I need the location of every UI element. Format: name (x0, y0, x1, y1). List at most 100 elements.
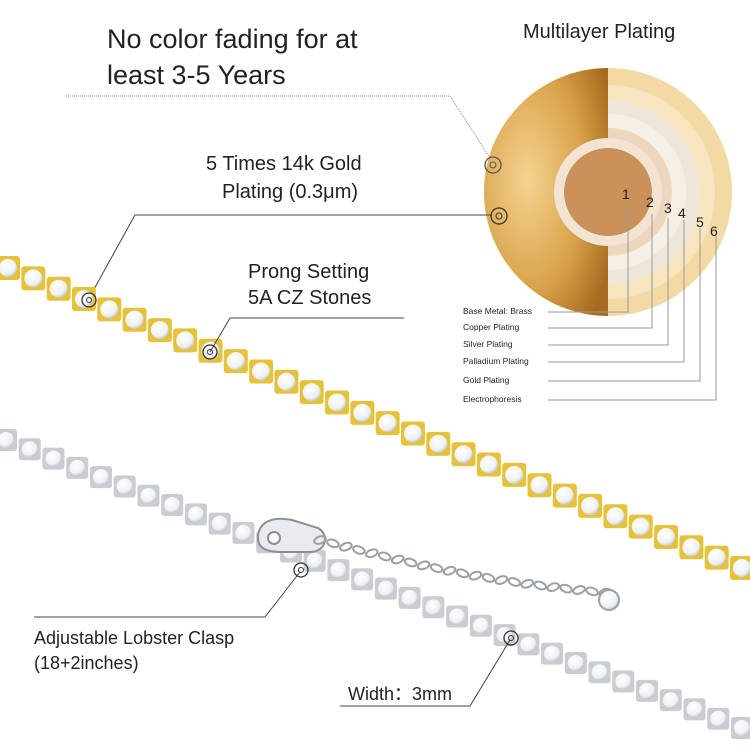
layer-1-brass-core (564, 148, 652, 236)
cz-stone (403, 424, 422, 443)
extender-link (339, 541, 353, 552)
cz-stone (24, 269, 43, 288)
cz-stone (226, 352, 245, 371)
cz-stone (328, 393, 347, 412)
extender-link (494, 575, 509, 585)
cz-stone (187, 506, 204, 523)
extender-link (378, 551, 392, 562)
gold-tennis-chain (0, 256, 750, 580)
cz-stone (0, 259, 17, 277)
lobster-clasp-assembly (256, 517, 620, 611)
cz-stone (277, 372, 296, 391)
layer-number-6: 6 (710, 223, 718, 239)
plating-sphere (484, 68, 732, 316)
cz-stone (505, 465, 524, 484)
fading-line-1: No color fading for at (107, 24, 358, 54)
cz-stone (353, 403, 372, 422)
cz-stone (710, 710, 727, 727)
layer-number-3: 3 (664, 200, 672, 216)
extender-link (559, 583, 573, 594)
cz-stone (176, 331, 195, 350)
cz-stone (401, 589, 418, 606)
extender-link (468, 570, 483, 581)
extender-link (352, 545, 366, 555)
callout-markers (81, 292, 519, 646)
layer-number-1: 1 (622, 186, 630, 202)
layer-name-2: Copper Plating (463, 322, 520, 332)
sphere-marker-1 (484, 156, 502, 174)
cz-stone (472, 617, 489, 634)
clasp-line-2: (18+2inches) (34, 653, 139, 673)
cz-stone (330, 562, 347, 579)
cz-stone (235, 524, 252, 541)
cz-stone (377, 580, 394, 597)
extender-link (313, 535, 327, 545)
cz-stone (606, 507, 625, 526)
width-label: Width：3mm (348, 684, 453, 704)
cz-stone (567, 654, 584, 671)
extender-link (429, 563, 444, 574)
cz-stone (45, 450, 62, 467)
cz-stone (125, 310, 144, 329)
layer-name-5: Gold Plating (463, 375, 510, 385)
cz-stone (581, 496, 600, 515)
cz-stone (354, 571, 371, 588)
clasp-ring (267, 531, 281, 545)
cz-stone (252, 362, 271, 381)
cz-stone (662, 692, 679, 709)
layer-number-2: 2 (646, 194, 654, 210)
layer-name-4: Palladium Plating (463, 356, 529, 366)
extender-link (507, 577, 522, 587)
cz-stone (639, 682, 656, 699)
sphere-marker-1-inner (489, 161, 497, 169)
cz-stone (520, 636, 537, 653)
cz-stone (378, 414, 397, 433)
layer-name-3: Silver Plating (463, 339, 513, 349)
gold-plating-line-1: 5 Times 14k Gold (206, 153, 362, 175)
extender-link (326, 538, 340, 549)
extender-link (572, 585, 586, 595)
cz-stone (479, 455, 498, 474)
cz-stone (544, 645, 561, 662)
sphere-leaders (66, 95, 492, 301)
cz-stone (92, 469, 109, 486)
cz-stone (164, 497, 181, 514)
cz-stone (140, 487, 157, 504)
cz-stone (425, 599, 442, 616)
extender-link (442, 565, 457, 576)
sphere-marker-2 (490, 207, 508, 225)
extender-link (455, 568, 470, 579)
cz-stone (591, 664, 608, 681)
layer-name-6: Electrophoresis (463, 394, 522, 404)
layer-leaders (548, 206, 717, 401)
cz-stone (429, 434, 448, 453)
extender-chain (313, 535, 612, 598)
cz-stone (530, 476, 549, 495)
layer-number-5: 5 (696, 214, 704, 230)
cz-stone (686, 701, 703, 718)
cz-stone (733, 559, 750, 577)
cz-stone (0, 432, 14, 448)
clasp-line-1: Adjustable Lobster Clasp (34, 628, 235, 648)
extender-link (585, 586, 599, 597)
cz-stone (631, 517, 650, 536)
cz-stone (21, 441, 38, 458)
gold-plating-line-2: Plating (0.3μm) (222, 181, 359, 203)
fading-line-2: least 3-5 Years (107, 60, 286, 90)
extender-link (403, 557, 418, 568)
prong-setting-line-1: Prong Setting (248, 261, 370, 283)
cz-stone (100, 300, 119, 319)
cz-stone (74, 290, 93, 309)
cz-stone (302, 383, 321, 402)
extender-link (390, 554, 405, 565)
sphere-marker-2-inner (495, 212, 503, 220)
cz-stone (69, 459, 86, 476)
extender-charm (598, 589, 620, 611)
layer-number-4: 4 (678, 205, 686, 221)
cz-stone (150, 321, 169, 340)
cz-stone (211, 515, 228, 532)
silver-tennis-chain (0, 429, 750, 739)
cz-stone (707, 548, 726, 567)
sphere-solid-half (484, 68, 608, 316)
